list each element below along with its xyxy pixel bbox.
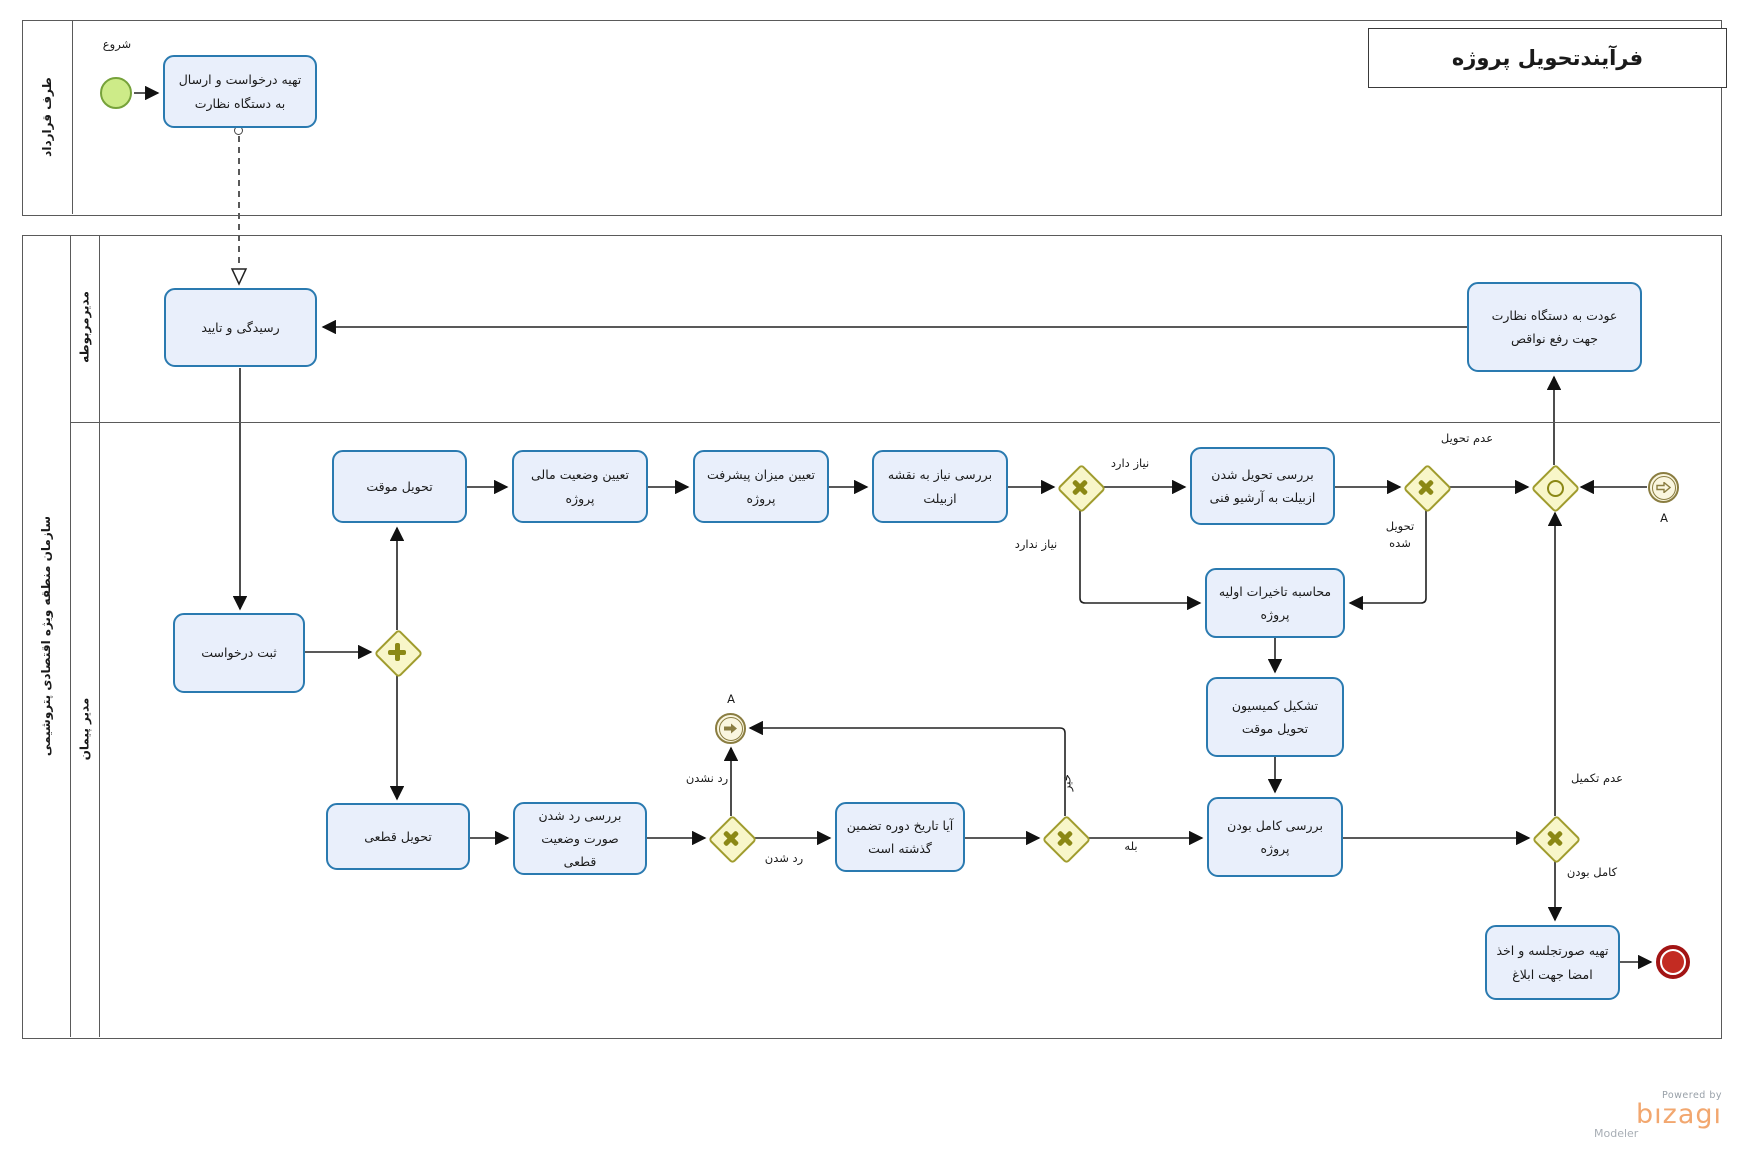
- xor-icon-asbuilt: [1070, 477, 1090, 497]
- task-warranty-period-label: آیا تاریخ دوره تضمین گذشته است: [845, 814, 955, 860]
- bizagi-logo: Powered by bızagı Modeler: [1594, 1090, 1722, 1140]
- end-event-dot: [1662, 951, 1684, 973]
- task-financial-status-label: تعیین وضعیت مالی پروژه: [522, 463, 638, 509]
- link-catch-event-a[interactable]: [1648, 472, 1679, 503]
- label-incomplete: عدم تکمیل: [1560, 770, 1634, 787]
- xor-icon-complete: [1545, 828, 1565, 848]
- label-complete: کامل بودن: [1558, 864, 1626, 881]
- lane-divider: [70, 422, 1720, 423]
- label-rejected: رد شدن: [758, 850, 810, 867]
- end-event[interactable]: [1656, 945, 1690, 979]
- pool-contractor-label: طرف قرارداد: [37, 20, 57, 214]
- link-throw-arrow-icon: [719, 717, 743, 741]
- task-prepare-request[interactable]: تهیه درخواست و ارسال به دستگاه نظارت: [163, 55, 317, 128]
- xor-icon-warranty: [1055, 828, 1075, 848]
- task-initial-delays[interactable]: محاسبه تاخیرات اولیه پروژه: [1205, 568, 1345, 638]
- task-return-to-supervision-label: عودت به دستگاه نظارت جهت رفع نواقص: [1477, 304, 1632, 350]
- label-no-need: نیاز ندارد: [1000, 536, 1072, 553]
- label-no: خیر: [1058, 768, 1075, 798]
- task-commission-label: تشکیل کمیسیون تحویل موقت: [1216, 694, 1334, 740]
- task-progress-level-label: تعیین میزان پیشرفت پروژه: [703, 463, 819, 509]
- task-commission[interactable]: تشکیل کمیسیون تحویل موقت: [1206, 677, 1344, 757]
- bizagi-brand-text: bızagı: [1594, 1101, 1722, 1129]
- pool-organization-label: سازمان منطقه ویژه اقتصادی پتروشیمی: [36, 235, 56, 1037]
- task-review-approve[interactable]: رسیدگی و تایید: [164, 288, 317, 367]
- label-delivered: تحویل شده: [1374, 518, 1426, 553]
- task-completeness-label: بررسی کامل بودن پروژه: [1217, 814, 1333, 860]
- task-register-request-label: ثبت درخواست: [201, 641, 277, 664]
- start-event-label: شروع: [94, 36, 140, 53]
- task-final-delivery-label: تحویل قطعی: [364, 825, 432, 848]
- task-register-request[interactable]: ثبت درخواست: [173, 613, 305, 693]
- label-not-delivered: عدم تحویل: [1438, 430, 1496, 447]
- task-asbuilt-archive-label: بررسی تحویل شدن ازبیلت به آرشیو فنی: [1200, 463, 1325, 509]
- link-catch-arrow-icon: [1652, 476, 1676, 500]
- start-event[interactable]: [100, 77, 132, 109]
- parallel-icon: [387, 642, 407, 662]
- task-financial-status[interactable]: تعیین وضعیت مالی پروژه: [512, 450, 648, 523]
- task-progress-level[interactable]: تعیین میزان پیشرفت پروژه: [693, 450, 829, 523]
- xor-icon-rejected: [721, 828, 741, 848]
- label-yes: بله: [1116, 838, 1146, 855]
- pool-organization-label-divider: [70, 235, 71, 1037]
- label-needs: نیاز دارد: [1098, 455, 1162, 472]
- task-temp-delivery-label: تحویل موقت: [366, 475, 432, 498]
- lane-label-related-manager: مدیرمربوطه: [76, 236, 94, 419]
- label-not-rejected: رد نشدن: [678, 770, 736, 787]
- inclusive-icon: [1546, 479, 1562, 495]
- pool-contractor-label-divider: [72, 20, 73, 214]
- link-catch-label: A: [1650, 510, 1678, 527]
- xor-icon-archive: [1416, 477, 1436, 497]
- link-throw-event-a[interactable]: [715, 713, 746, 744]
- task-asbuilt-need-label: بررسی نیاز به نقشه ازبیلت: [882, 463, 998, 509]
- task-return-to-supervision[interactable]: عودت به دستگاه نظارت جهت رفع نواقص: [1467, 282, 1642, 372]
- task-final-delivery[interactable]: تحویل قطعی: [326, 803, 470, 870]
- task-temp-delivery[interactable]: تحویل موقت: [332, 450, 467, 523]
- task-minutes[interactable]: تهیه صورتجلسه و اخذ امضا جهت ابلاغ: [1485, 925, 1620, 1000]
- task-review-approve-label: رسیدگی و تایید: [201, 316, 279, 339]
- link-throw-label: A: [717, 691, 745, 708]
- task-prepare-request-label: تهیه درخواست و ارسال به دستگاه نظارت: [173, 68, 307, 114]
- task-asbuilt-need[interactable]: بررسی نیاز به نقشه ازبیلت: [872, 450, 1008, 523]
- task-minutes-label: تهیه صورتجلسه و اخذ امضا جهت ابلاغ: [1495, 939, 1610, 985]
- task-final-statement-check[interactable]: بررسی رد شدن صورت وضعیت قطعی: [513, 802, 647, 875]
- task-completeness[interactable]: بررسی کامل بودن پروژه: [1207, 797, 1343, 877]
- lane-label-divider: [99, 235, 100, 1037]
- task-asbuilt-archive[interactable]: بررسی تحویل شدن ازبیلت به آرشیو فنی: [1190, 447, 1335, 525]
- lane-label-contract-manager: مدیر پیمان: [76, 420, 94, 1039]
- task-warranty-period[interactable]: آیا تاریخ دوره تضمین گذشته است: [835, 802, 965, 872]
- task-initial-delays-label: محاسبه تاخیرات اولیه پروژه: [1215, 580, 1335, 626]
- task-final-statement-check-label: بررسی رد شدن صورت وضعیت قطعی: [523, 804, 637, 873]
- diagram-title: فرآیندتحویل پروژه: [1368, 28, 1727, 88]
